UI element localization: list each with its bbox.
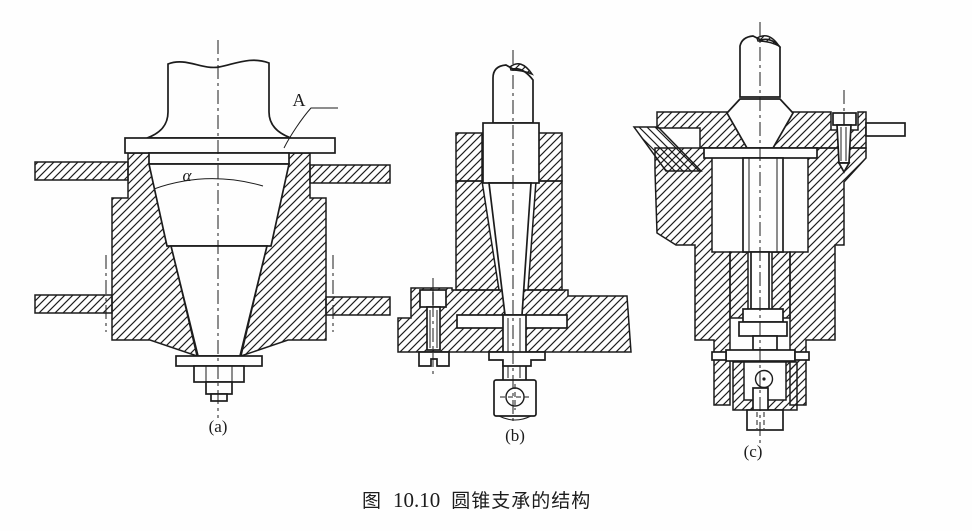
shaft-break-crescent (509, 63, 535, 76)
bottom-foot (746, 409, 784, 431)
nut-stem (752, 335, 778, 351)
label-alpha: α (183, 166, 193, 185)
caption-number: 10.10 (393, 488, 441, 512)
nut-lower (205, 381, 233, 395)
caption-prefix: 图 (362, 491, 383, 512)
lock-washer-wing-left (711, 351, 727, 361)
spindle-shaft (146, 59, 292, 139)
housing-wall-left (654, 147, 731, 406)
nut-hex (193, 365, 245, 383)
boss-foot (418, 351, 450, 367)
center-foot (488, 351, 546, 367)
plate-extension (865, 122, 906, 137)
figure-a-drawing: A α (a) (34, 40, 391, 436)
label-A: A (293, 90, 306, 110)
lock-washer-wing-right (794, 351, 810, 361)
figure-b-drawing: (b) (397, 50, 632, 445)
caption-title: 圆锥支承的结构 (451, 491, 592, 512)
threaded-rod (502, 314, 527, 382)
shaft-break-crescent (756, 35, 782, 48)
collar (482, 122, 540, 184)
adjust-nut-lower (738, 321, 788, 337)
knob-bottom-arc (498, 415, 532, 421)
bushing-right (771, 251, 791, 319)
mount-flange-lower-left (34, 294, 113, 314)
adjust-nut-upper (742, 308, 784, 323)
mount-flange-upper-right (309, 164, 391, 184)
housing-wall-right (527, 180, 563, 291)
detent-ball-center (762, 377, 766, 381)
bushing-left (729, 251, 749, 319)
cone-upper (147, 163, 291, 247)
thread-tip (210, 393, 228, 402)
sublabel-c: (c) (744, 442, 763, 461)
knurled-knob (493, 379, 537, 417)
housing-top-left (455, 132, 483, 182)
angle-arc (153, 178, 264, 190)
flange-plate-A (124, 137, 336, 154)
side-screw-tip (837, 162, 851, 174)
leader-line-A (283, 107, 338, 149)
mount-flange-lower-right (325, 296, 391, 316)
housing-top-right (535, 132, 563, 182)
washer (175, 355, 263, 367)
shaft-sleeve (742, 157, 784, 253)
side-screw-shank (836, 124, 852, 164)
figure-caption: 图 10.10 圆锥支承的结构 (362, 486, 591, 513)
mount-flange-upper-left (34, 161, 129, 181)
sublabel-b: (b) (505, 426, 525, 445)
housing-wall-right (789, 147, 867, 406)
sublabel-a: (a) (209, 417, 228, 436)
figure-c-drawing: (c) (632, 22, 906, 461)
flange-ring (148, 152, 290, 165)
